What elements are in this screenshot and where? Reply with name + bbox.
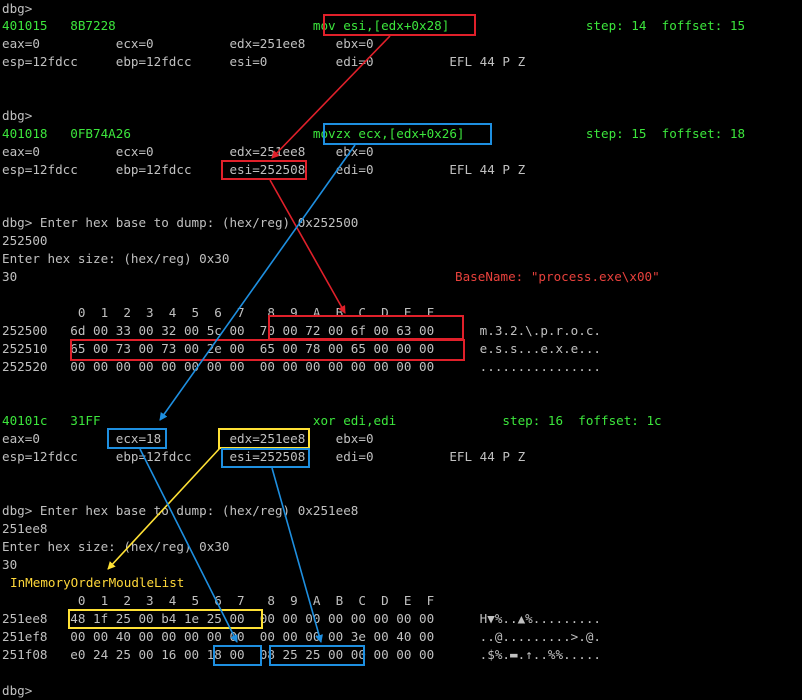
console-line: 30	[2, 269, 18, 284]
console-line: eax=0 ecx=18 edx=251ee8 ebx=0	[2, 431, 374, 446]
highlight-word-18	[213, 645, 262, 666]
console-line: dbg> Enter hex base to dump: (hex/reg) 0…	[2, 503, 359, 518]
highlight-movzx-ecx	[323, 123, 492, 145]
console-line: eax=0 ecx=0 edx=251ee8 ebx=0	[2, 144, 374, 159]
highlight-dump-row1-hi	[268, 315, 464, 340]
highlight-list-row	[68, 609, 263, 629]
highlight-esi-252508	[221, 160, 307, 180]
highlight-dword-252508	[269, 645, 365, 666]
highlight-dump-row2	[70, 339, 465, 361]
console-line: dbg>	[2, 108, 33, 123]
console-line: InMemoryOrderMoudleList	[10, 575, 185, 590]
console-line: Enter hex size: (hex/reg) 0x30	[2, 539, 230, 554]
highlight-edx-251ee8	[218, 428, 310, 449]
highlight-ecx-18	[107, 428, 167, 449]
console-line: 40101c 31FF xor edi,edi step: 16 foffset…	[2, 413, 662, 428]
console-line: dbg> Enter hex base to dump: (hex/reg) 0…	[2, 215, 359, 230]
console-line: 251f08 e0 24 25 00 16 00 18 00 08 25 25 …	[2, 647, 601, 662]
console-line: 251ef8 00 00 40 00 00 00 00 00 00 00 00 …	[2, 629, 601, 644]
console-line: eax=0 ecx=0 edx=251ee8 ebx=0	[2, 36, 374, 51]
highlight-esi-252508-b	[221, 448, 310, 468]
arrow-blue-1	[159, 144, 356, 421]
console-line: 252500	[2, 233, 48, 248]
arrow-red-2	[269, 179, 346, 314]
console-line: dbg>	[2, 683, 33, 698]
console-line: 30	[2, 557, 18, 572]
console-line: Enter hex size: (hex/reg) 0x30	[2, 251, 230, 266]
console-line: 251ee8	[2, 521, 48, 536]
console-line: esp=12fdcc ebp=12fdcc esi=0 edi=0 EFL 44…	[2, 54, 526, 69]
console-line: dbg>	[2, 1, 33, 16]
console-line: 0 1 2 3 4 5 6 7 8 9 A B C D E F	[2, 593, 435, 608]
console-line: BaseName: "process.exe\x00"	[455, 269, 660, 284]
highlight-mov-esi	[323, 14, 476, 36]
